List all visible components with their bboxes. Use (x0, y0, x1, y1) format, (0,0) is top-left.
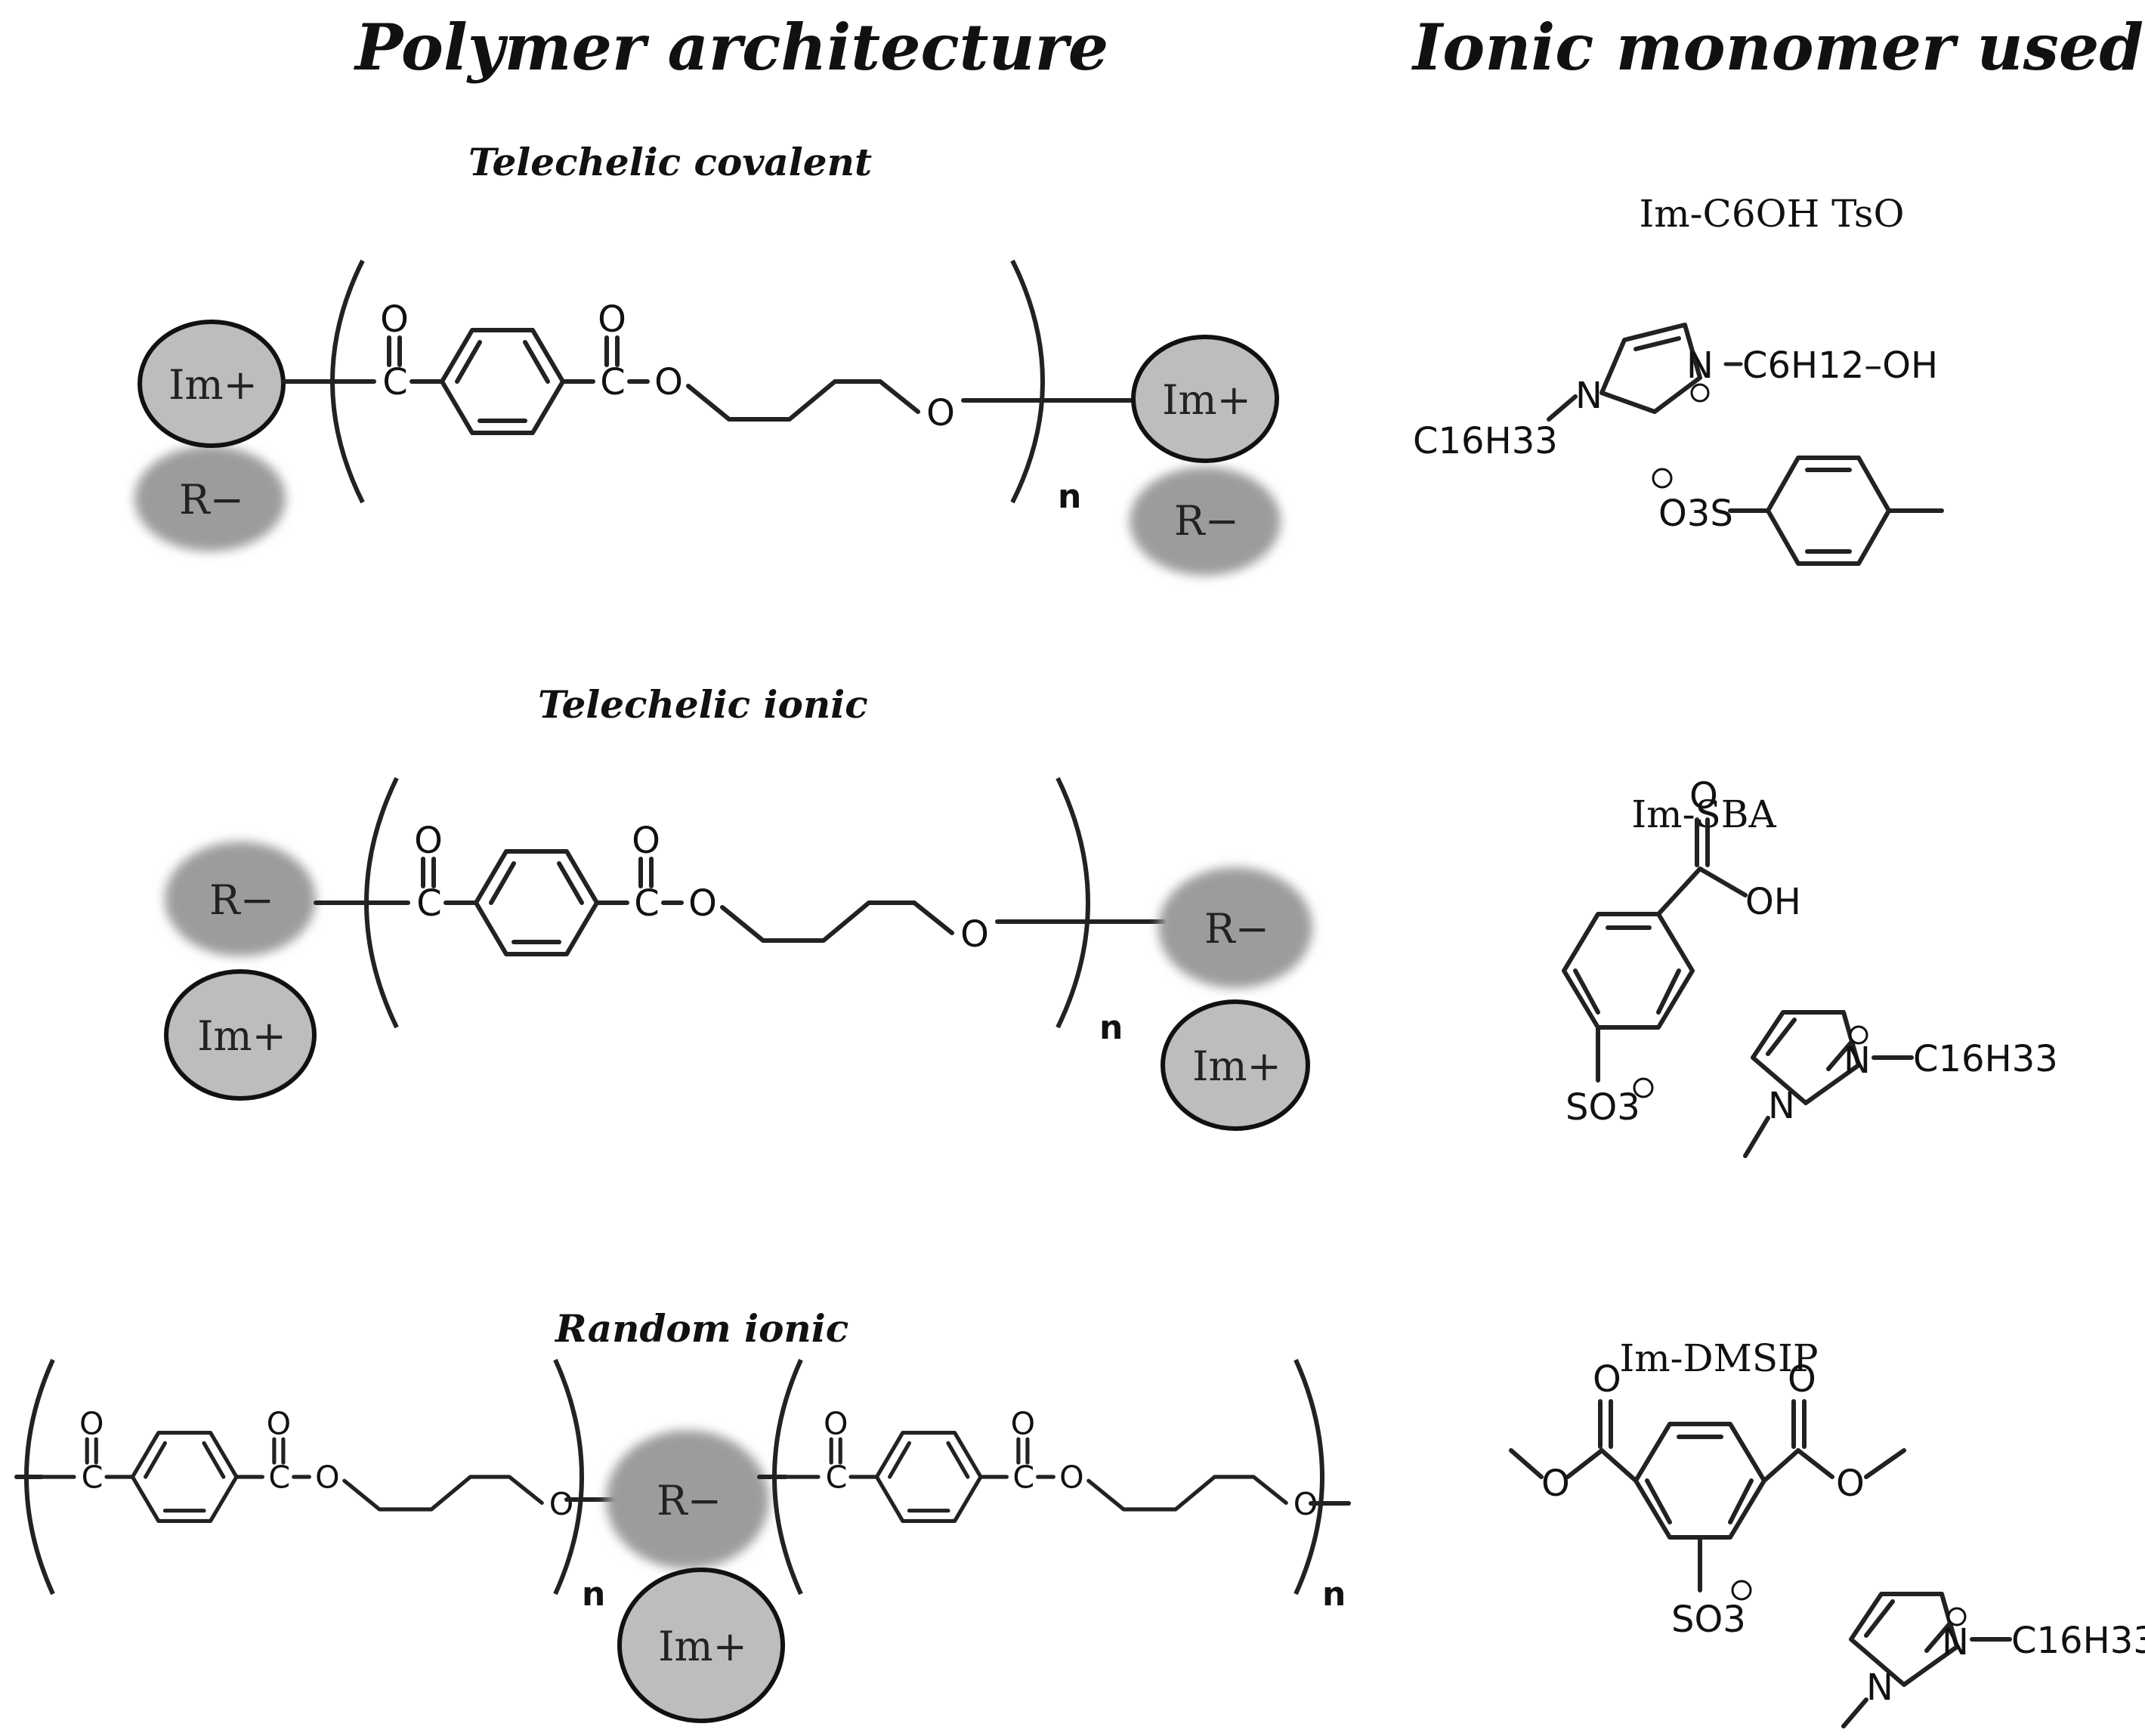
anion-center (606, 1430, 769, 1569)
sulfonate-so3: SO3 (1565, 1086, 1640, 1129)
bracket-right (1056, 777, 1090, 1029)
title-telechelic-ionic: Telechelic ionic (538, 682, 868, 727)
architecture-random-ionic: Random ionic n R− Im+ n (14, 1306, 1351, 1723)
sulfonate-so3: SO3 (1671, 1599, 1746, 1641)
anion-right (1130, 467, 1281, 576)
nitrogen-right: N (1686, 344, 1714, 387)
nitrogen-bottom: N (1866, 1666, 1893, 1709)
anion-left-label: R− (209, 876, 274, 924)
c16h33-chain: C16H33 (1413, 420, 1558, 462)
anion-left (165, 842, 316, 956)
repeat-n-1: n (582, 1575, 605, 1614)
cation-center-label: Im+ (658, 1623, 747, 1670)
repeat-n-2: n (1322, 1575, 1346, 1614)
nitrogen-top: N (1942, 1621, 1969, 1663)
ester-carbonyl-o-left: O (1593, 1358, 1621, 1401)
architecture-telechelic-ionic: Telechelic ionic R− Im+ n R− Im+ (164, 682, 1312, 1131)
nitrogen-top: N (1844, 1039, 1871, 1082)
repeat-n: n (1099, 1009, 1123, 1047)
nitrogen-bottom: N (1768, 1085, 1795, 1127)
monomer-name: Im-SBA (1631, 792, 1776, 836)
acid-carbonyl-o: O (1689, 775, 1718, 817)
bracket-left (330, 259, 365, 504)
monomer-name: Im-C6OH TsO (1640, 192, 1905, 236)
bracket-right (1010, 259, 1045, 504)
cation-left (164, 969, 317, 1101)
cation-right (1131, 335, 1279, 463)
bracket-2-left (772, 1358, 803, 1595)
ester-o-right: O (1836, 1463, 1865, 1505)
monomer-im-dmsip: Im-DMSIP O O O O SO3 N N C16H33 (1509, 1336, 2145, 1728)
cation-left-label: Im+ (168, 361, 258, 409)
anion-right-label: R− (1174, 497, 1239, 545)
bracket-2-right (1293, 1358, 1324, 1595)
ester-o-left: O (1541, 1463, 1570, 1505)
cation-left-label: Im+ (197, 1012, 286, 1060)
c16h33-chain: C16H33 (2011, 1620, 2145, 1662)
cation-right (1161, 999, 1310, 1131)
cation-center (617, 1568, 785, 1723)
title-random-ionic: Random ionic (554, 1306, 848, 1351)
acid-oh: OH (1745, 881, 1801, 923)
header-polymer-architecture: Polymer architecture (354, 10, 1108, 85)
nitrogen-left: N (1575, 375, 1603, 417)
ester-carbonyl-o-right: O (1788, 1358, 1816, 1401)
tosylate-so3: O3S (1658, 493, 1733, 535)
repeat-n: n (1058, 477, 1081, 516)
title-telechelic-covalent: Telechelic covalent (468, 140, 872, 184)
anion-left (134, 446, 286, 551)
architecture-telechelic-covalent: Telechelic covalent R− Im+ n R− Im+ (134, 140, 1281, 576)
c6h12-oh-chain: C6H12–OH (1742, 344, 1938, 387)
cation-right-label: Im+ (1162, 376, 1251, 424)
monomer-im-c6oh-tso: Im-C6OH TsO N N C6H12–OH C16H33 O3S (1413, 192, 1944, 566)
monomer-name: Im-DMSIP (1620, 1336, 1819, 1380)
header-ionic-monomer: Ionic monomer used (1411, 10, 2143, 85)
cation-right-label: Im+ (1192, 1043, 1281, 1090)
anion-right-label: R− (1204, 905, 1269, 953)
c16h33-chain: C16H33 (1913, 1038, 2058, 1080)
anion-center-label: R− (657, 1477, 722, 1524)
anion-right (1158, 867, 1312, 988)
bracket-1-left (24, 1358, 55, 1595)
anion-left-label: R− (179, 476, 244, 524)
bracket-left (364, 777, 399, 1029)
bracket-1-right (553, 1358, 584, 1595)
monomer-im-sba: Im-SBA O OH SO3 N N C16H33 (1562, 775, 2058, 1158)
